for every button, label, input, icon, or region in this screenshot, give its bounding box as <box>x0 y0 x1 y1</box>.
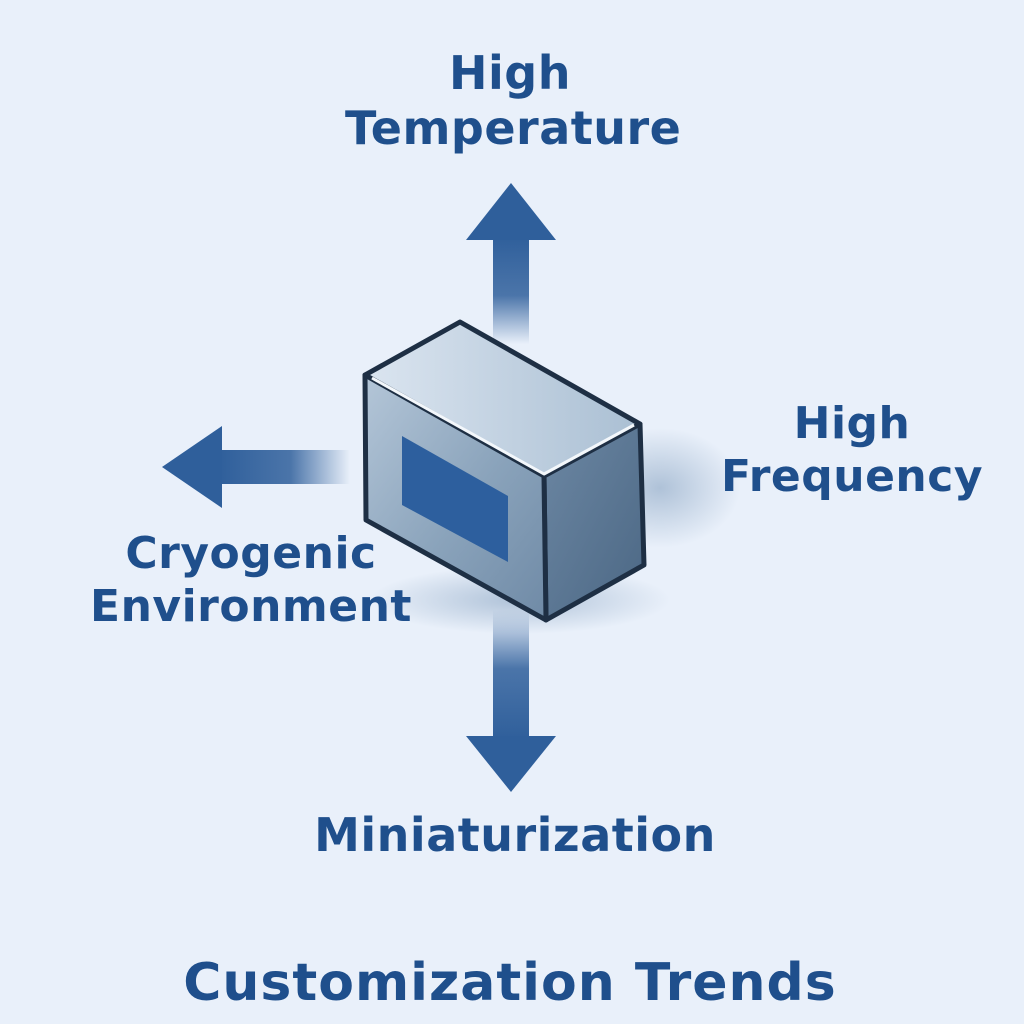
arrow-up-icon <box>466 183 556 344</box>
high-temperature-label: High Temperature <box>345 46 682 156</box>
arrow-down-icon <box>466 610 556 792</box>
diagram-title-text: Customization Trends <box>183 953 837 1013</box>
cryogenic-environment-line1: Cryogenic <box>125 528 377 579</box>
high-temperature-line2: Temperature <box>345 101 682 156</box>
arrow-left-icon <box>162 426 350 508</box>
miniaturization-line1: Miniaturization <box>314 808 716 862</box>
cryogenic-environment-line2: Environment <box>90 580 412 632</box>
component-block-icon <box>362 319 670 634</box>
high-frequency-line1: High <box>793 398 911 449</box>
miniaturization-label: Miniaturization <box>300 808 730 863</box>
high-frequency-label: High Frequency <box>712 398 992 504</box>
high-temperature-line1: High <box>449 46 571 100</box>
cryogenic-environment-label: Cryogenic Environment <box>86 528 416 634</box>
diagram-title: Customization Trends <box>160 952 860 1014</box>
high-frequency-line2: Frequency <box>720 450 984 502</box>
